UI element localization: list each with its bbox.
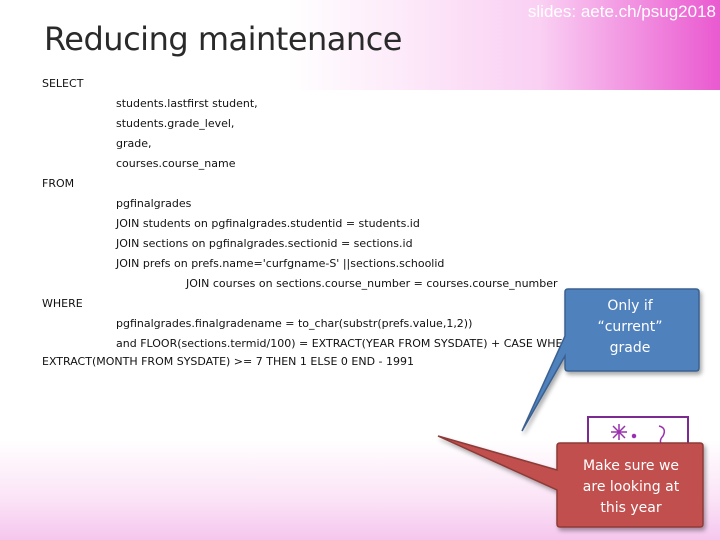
sql-select-line: courses.course_name xyxy=(116,157,236,170)
sql-where-keyword: WHERE xyxy=(42,297,83,310)
sql-from-line-courses: JOIN courses on sections.course_number =… xyxy=(186,277,558,290)
sql-where-line: and FLOOR(sections.termid/100) = EXTRACT… xyxy=(116,337,571,350)
callout-this-year xyxy=(437,435,704,528)
callout-current-grade-text: Only if “current” grade xyxy=(568,296,692,359)
sql-from-keyword: FROM xyxy=(42,177,75,190)
sql-where-line: pgfinalgrades.finalgradename = to_char(s… xyxy=(116,317,473,330)
callout-line: this year xyxy=(600,500,662,516)
sql-from-line: pgfinalgrades xyxy=(116,197,192,210)
sql-select-line: grade, xyxy=(116,137,152,150)
header-gradient-band xyxy=(0,0,720,90)
callout-line: Only if xyxy=(607,298,653,314)
sql-select-keyword: SELECT xyxy=(42,77,84,90)
callout-line: Make sure we xyxy=(582,458,680,474)
slide-title: Reducing maintenance xyxy=(44,20,402,58)
sql-from-line: JOIN students on pgfinalgrades.studentid… xyxy=(116,217,420,230)
sql-where-wrap-line: EXTRACT(MONTH FROM SYSDATE) >= 7 THEN 1 … xyxy=(42,355,414,368)
sql-select-line: students.grade_level, xyxy=(116,117,235,130)
slides-url[interactable]: slides: aete.ch/psug2018 xyxy=(527,2,716,21)
callout-this-year-text: Make sure we are looking at this year xyxy=(560,456,702,519)
callout-current-grade xyxy=(521,288,700,432)
callout-line: are looking at xyxy=(582,479,680,495)
sql-select-line: students.lastfirst student, xyxy=(116,97,258,110)
sql-from-line: JOIN prefs on prefs.name='curfgname-S' |… xyxy=(116,257,445,270)
callout-line: grade xyxy=(609,340,651,356)
sparkle-icon xyxy=(611,424,666,449)
sql-from-line: JOIN sections on pgfinalgrades.sectionid… xyxy=(116,237,413,250)
callout-line: “current” xyxy=(597,319,663,335)
